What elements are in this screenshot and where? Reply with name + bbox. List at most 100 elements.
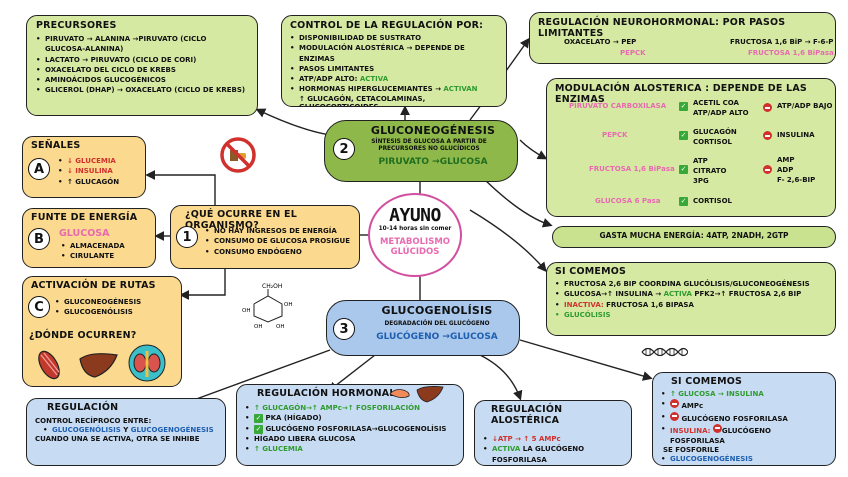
sc1-item2-b: ACTIVA [663,290,692,299]
glucose-molecule-icon: CH₂OH OH OH OH OH [242,283,292,330]
neuro-title: REGULACIÓN NEUROHORMONAL: POR PASOS LIMI… [538,17,786,39]
regulacion-line3: CUANDO UNA SE ACTIVA, OTRA SE INHIBE [35,435,200,444]
list-item: GLUCOSA→↑ INSULINA → ACTIVA PFK2→↑ FRUCT… [555,289,827,300]
alosterica-item1: ↓ATP → ↑ 5 AMPc [492,435,561,443]
list-item: GLUCOGENÓLISIS Y GLUCOGENOGÉNESIS [43,425,217,436]
sc2-item5: GLUCOGENOGÉNESIS [670,455,753,464]
control-list: DISPONIBILIDAD DE SUSTRATO MODULACIÓN AL… [290,33,498,95]
rutas-letter: C [28,296,50,318]
list-item: ↑ GLUCEMIA [245,444,455,455]
ayuno-circle: AYUNO 10-14 horas sin comer METABOLISMO … [368,193,462,277]
hormonal-item1: ↑ GLUCAGÓN→↑ AMPc→↑ FOSFORILACIÓN [254,404,420,412]
que-ocurre-number: 1 [176,226,198,248]
regulacion-item-y: Y [120,426,131,434]
no-food-icon [220,137,256,173]
senales-item-0: ↓ GLUCEMIA [67,157,116,165]
neuro-left-top: OXACELATO → PEP [564,38,637,46]
sc1-item2-c: PFK2→↑ FRUCTOSA 2,6 BIP [691,290,802,299]
list-item: NO HAY INGRESOS DE ENERGÍA [205,226,350,237]
energia-list: ALMACENADA CIRULANTE [61,241,125,262]
precursores-list: PIRUVATO → ALANINA →PIRUVATO (CICLO GLUC… [36,34,248,96]
list-item: LACTATO → PIRUVATO (CICLO DE CORI) [36,55,248,66]
sc2-item1: ↑ GLUCOSA → INSULINA [670,390,764,398]
list-item: HORMONAS HIPERGLUCEMIANTES → ACTIVAN [290,84,498,95]
list-item: GLUCOGENOGÉNESIS [661,454,827,465]
molecule-label: OH [284,302,292,308]
dna-icon [641,347,688,357]
list-item: ACTIVA LA GLUCÓGENO FOSFORILASA [483,444,623,465]
gluconeo-title: GLUCONEOGÉNESIS [370,124,496,137]
glucogenolisis-title: GLUCOGENOLÍSIS [381,304,493,317]
check-icon: ✓ [679,165,688,174]
line-ayuno-sicomemos [469,209,547,273]
list-item: CONSUMO ENDÓGENO [205,247,350,258]
control-atp-prefix: ATP/ADP ALTO: [299,75,360,84]
sc1-item3-a: INACTIVA: [564,300,604,309]
energia-main: GLUCOSA [59,228,110,239]
list-item: ✓ PKA (HÍGADO) [245,413,455,424]
si-comemos-1-box: SI COMEMOS FRUCTOSA 2,6 BIP COORDINA GLU… [546,262,836,336]
regulacion-line1: CONTROL RECÍPROCO ENTRE: [35,417,152,425]
si-comemos-2-box: SI COMEMOS ↑ GLUCOSA → INSULINA AMPc GLU… [652,372,836,466]
list-item: ↓ INSULINA [58,166,119,177]
regulacion-list: GLUCOGENÓLISIS Y GLUCOGENOGÉNESIS [35,425,217,436]
liver-icon [79,353,118,378]
molecule-label: OH [276,324,284,330]
gluconeo-formula: PIRUVATO →GLUCOSA [378,157,488,167]
hormonal-item2: PKA (HÍGADO) [265,414,322,423]
energia-title: FUNTE DE ENERGÍA [31,212,138,223]
list-item: FRUCTOSA 2,6 BIP COORDINA GLUCÓLISIS/GLU… [555,279,827,290]
line-gluconeo-precursores [255,108,331,136]
si-comemos-1-list: FRUCTOSA 2,6 BIP COORDINA GLUCÓLISIS/GLU… [555,279,827,320]
sc2-item2: AMPc [681,402,704,411]
line-que-rutas [179,268,226,300]
sc2-item4-b: GLUCÓGENO FOSFORILASA [670,426,771,446]
control-horm-line2: ↑ GLUCAGÓN, CETACOLAMINAS, GLUCOCORTICOI… [299,94,426,107]
alosterica-item2-a: ACTIVA [492,445,521,454]
rutas-box: ACTIVACIÓN DE RUTAS GLUCONEOGÉNESIS GLUC… [22,276,182,387]
list-item: GLUCOGENÓLISIS [55,307,141,318]
ayuno-hours: 10-14 horas sin comer [378,226,452,232]
rutas-donde: ¿DÓNDE OCURREN? [29,330,137,341]
control-horm-prefix: HORMONAS HIPERGLUCEMIANTES → [299,85,444,94]
list-item: ALMACENADA [61,241,125,252]
sc2-item4-c: SE FOSFORILE [663,446,720,455]
energia-letter: B [28,228,50,250]
sc1-item3-b: FRUCTOSA 1,6 BIPASA [603,300,694,309]
control-atp-value: ACTIVA [359,75,389,84]
mod-act-4: CORTISOL [693,197,732,205]
mod-inh-3: AMP ADP F- 2,6-BIP [777,156,816,184]
list-item: INACTIVA: FRUCTOSA 1,6 BIPASA [555,300,827,311]
senales-letter: A [28,158,50,180]
sc2-item4-a: INSULINA: [670,426,713,435]
modulacion-box: MODULACIÓN ALOSTERICA : DEPENDE DE LAS E… [546,78,836,217]
inhibit-icon [763,165,772,174]
list-item: PASOS LIMITANTES [290,64,498,75]
list-item: AMINOÁCIDOS GLUCOGÉNICOS [36,75,248,86]
regulacion-item-a: GLUCOGENÓLISIS [52,426,121,434]
hormonal-title: REGULACIÓN HORMONAL [257,388,396,399]
line-gluconeo-gasta [479,174,553,228]
inhibit-icon [712,423,722,433]
list-item: ↑ GLUCAGÓN [58,177,119,188]
inhibit-icon [670,399,679,409]
glucogenolisis-formula: GLUCÓGENO →GLUCOSA [376,332,498,342]
list-item: PIRUVATO → ALANINA →PIRUVATO (CICLO GLUC… [36,34,248,55]
list-item: CONSUMO DE GLUCOSA PROSIGUE [205,236,350,247]
mod-enzyme-1: PIRUVATO CARBOXILASA [569,102,667,110]
molecule-label: CH₂OH [262,283,282,290]
control-horm-value: ACTIVAN [443,85,478,94]
inhibit-icon [763,131,772,140]
list-item: AMPc [661,399,827,411]
list-item: ↑ GLUCAGÓN→↑ AMPc→↑ FOSFORILACIÓN [245,403,455,414]
alosterica-list: ↓ATP → ↑ 5 AMPc ACTIVA LA GLUCÓGENO FOSF… [483,434,623,465]
mod-act-2: GLUCAGÓN CORTISOL [693,128,737,146]
list-item: GLUCONEOGÉNESIS [55,297,141,308]
modulacion-title: MODULACIÓN ALOSTERICA : DEPENDE DE LAS E… [555,83,807,105]
list-item: CIRULANTE [61,251,125,262]
senales-title: SEÑALES [31,140,81,151]
check-icon: ✓ [254,424,263,434]
list-item: ↑ GLUCOSA → INSULINA [661,389,827,400]
list-item: MODULACIÓN ALOSTÉRICA → DEPENDE DE ENZIM… [290,43,498,64]
list-item: HÍGADO LIBERA GLUCOSA [245,434,455,445]
